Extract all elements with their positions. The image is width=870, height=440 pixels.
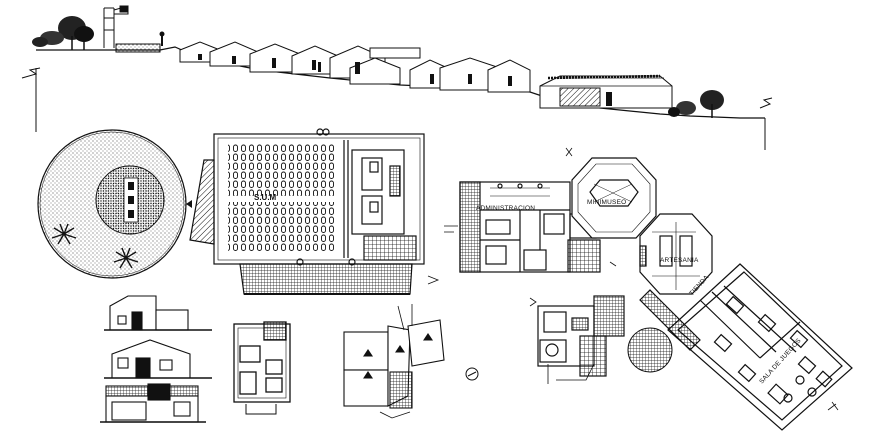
sum-building [189, 128, 425, 295]
elevation-2 [104, 339, 212, 379]
misc-marks [427, 261, 839, 411]
label-sum: S.U.M [254, 193, 277, 202]
label-administracion: ADMINISTRACION [476, 205, 535, 212]
tree-icon [32, 16, 94, 50]
section-houses [179, 41, 673, 109]
sala-de-juegos-wing [639, 263, 853, 431]
artesania-building [639, 213, 713, 295]
elevation-1 [104, 295, 212, 331]
person-figure [159, 31, 165, 46]
unit-plan [233, 321, 291, 415]
tree-icon [668, 90, 724, 118]
palm-tree-icon [113, 247, 139, 269]
palm-tree-icon [51, 223, 77, 245]
cluster-plan [343, 304, 445, 419]
label-minimuseo: MINIMUSEO [587, 199, 626, 206]
round-hatched-court [627, 327, 673, 373]
sum-label: S.U.M [254, 193, 277, 202]
label-artesania: ARTESANIA [660, 257, 699, 264]
circular-plaza [37, 129, 192, 279]
section-house-windows [198, 54, 612, 106]
dwelling-plan [529, 295, 625, 384]
administracion-building [444, 181, 601, 273]
elevation-3 [100, 383, 206, 423]
minimuseo-building [565, 147, 657, 239]
